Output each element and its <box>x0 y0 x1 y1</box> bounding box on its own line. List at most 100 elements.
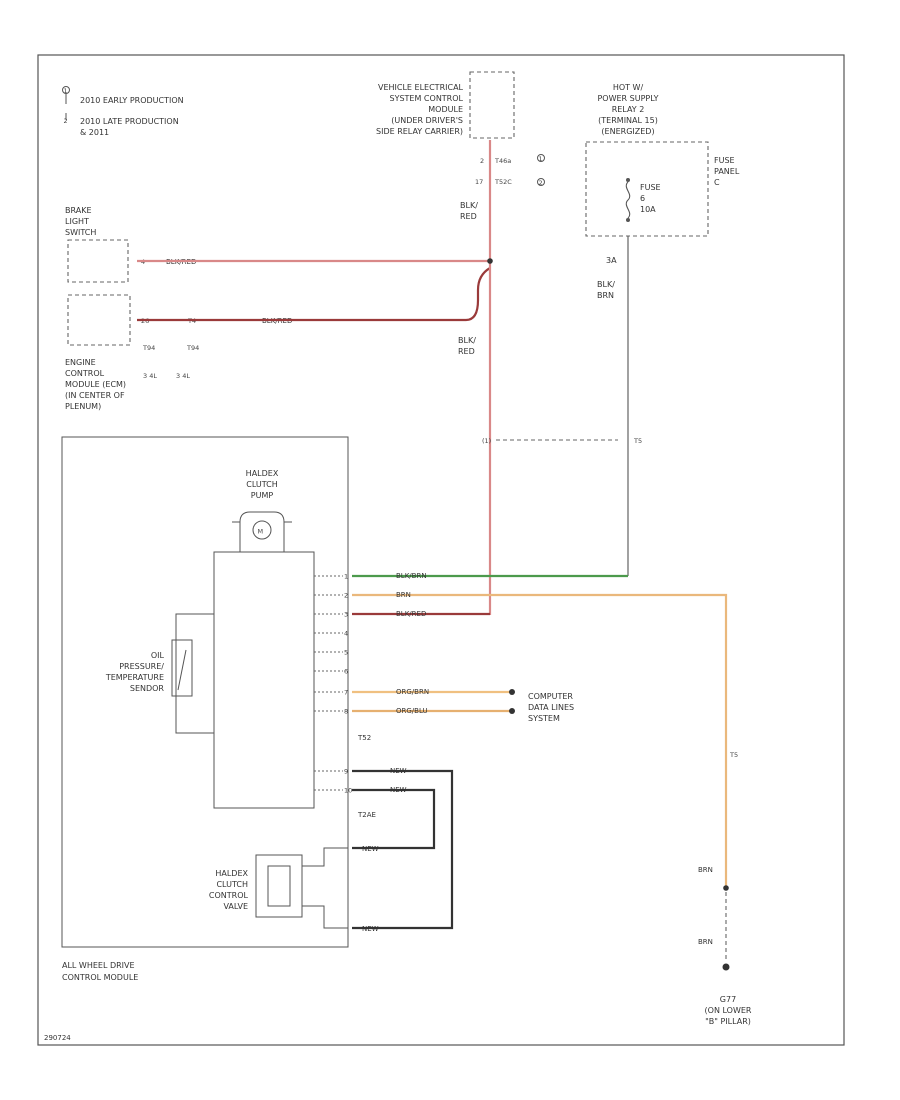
wire-pin-8-label: ORG/BLU <box>396 707 428 715</box>
ecm-conn-b: T94 <box>186 344 199 352</box>
pump-label-2: CLUTCH <box>246 480 278 489</box>
valve-lead-bottom <box>302 905 348 929</box>
brake-switch-label-3: SWITCH <box>65 228 96 237</box>
brake-switch-label-2: LIGHT <box>65 217 89 226</box>
legend-marker-2-label: 2 <box>64 117 68 125</box>
ecm-label-3: MODULE (ECM) <box>65 380 126 389</box>
ground-label-2: (ON LOWER <box>705 1006 752 1015</box>
vescm-label-3: MODULE <box>428 105 463 114</box>
valve-label-3: CONTROL <box>209 891 249 900</box>
splice-3-label: T5 <box>729 751 738 759</box>
vescm-wire-color-2: RED <box>460 212 477 221</box>
valve-label-2: CLUTCH <box>216 880 248 889</box>
pump-motor-icon <box>252 520 272 540</box>
data-lines-label-2: DATA LINES <box>528 703 574 712</box>
ecm-label-1: ENGINE <box>65 358 96 367</box>
splice-brake-feed <box>487 258 493 264</box>
vescm-marker-1 <box>537 154 545 162</box>
relay-wire-color-1: BLK/ <box>597 280 615 289</box>
vescm-wire-color-1: BLK/ <box>460 201 478 210</box>
relay-label-1: HOT W/ <box>613 83 644 92</box>
haldex-control-valve: HALDEX CLUTCH CONTROL VALVE <box>209 847 348 929</box>
valve-body <box>255 854 303 918</box>
vescm-marker-2 <box>537 178 545 186</box>
vescm-pin-1: 2 <box>480 157 484 165</box>
data-lines-label-3: SYSTEM <box>528 714 560 723</box>
ground-label-1: G77 <box>720 995 736 1004</box>
diagram-frame <box>37 54 845 1046</box>
ground-point-icon <box>722 963 730 971</box>
awd-connector-sub: T2AE <box>357 811 376 819</box>
fuse-label-2: 6 <box>640 194 645 203</box>
fuse-bottom-terminal <box>626 218 630 222</box>
wire-pin-3-label: BLK/RED <box>396 610 426 618</box>
data-lines-label-1: COMPUTER <box>528 692 573 701</box>
fuse-element <box>625 181 631 219</box>
awd-connector-main: T52 <box>357 734 371 742</box>
awd-label-2: CONTROL MODULE <box>62 973 138 982</box>
ground-block: T5 BRN BRN G77 (ON LOWER "B" PILLAR) <box>698 751 752 1026</box>
brake-switch-block: BRAKE LIGHT SWITCH 4 BLK/RED <box>65 206 196 283</box>
valve-wire-label-1: NEW <box>362 845 379 853</box>
wire-pin-9 <box>352 769 454 930</box>
vescm-marker-2-label: 2 <box>539 179 543 187</box>
vescm-label-4: (UNDER DRIVER'S <box>391 116 463 125</box>
pin-2-number: 2 <box>344 592 348 600</box>
brake-switch-box <box>67 239 129 283</box>
pin-7-number: 7 <box>344 689 348 697</box>
fuse-label-3: 10A <box>640 205 656 214</box>
vescm-marker-1-label: 1 <box>539 155 543 163</box>
sensor-label-3: TEMPERATURE <box>105 673 164 682</box>
awd-inner-module <box>213 551 315 809</box>
vescm-conn-1: T46a <box>494 157 511 165</box>
legend-marker-1-label: 1 <box>64 87 68 95</box>
ground-wire-color-1: BRN <box>698 866 713 874</box>
wire-pin-7-label: ORG/BRN <box>396 688 429 696</box>
pin-9-number: 9 <box>344 768 348 776</box>
wire-ecm-feed <box>137 267 491 322</box>
relay-wire-pin: 3A <box>606 256 617 265</box>
relay-wire-color-2: BRN <box>597 291 614 300</box>
diagram-id: 290724 <box>44 1034 71 1042</box>
valve-label-1: HALDEX <box>215 869 248 878</box>
relay-label-3: RELAY 2 <box>612 105 645 114</box>
ecm-block: 26 T4 BLK/RED T94 T94 3 4L 3 4L ENGINE C… <box>65 294 476 411</box>
pin-1-number: 1 <box>344 573 348 581</box>
vescm-pin-2: 17 <box>475 178 483 186</box>
ecm-box <box>67 294 131 346</box>
ground-splice <box>723 885 729 891</box>
valve-coil-icon <box>267 865 291 907</box>
sensor-label-2: PRESSURE/ <box>119 662 164 671</box>
legend-early: 2010 EARLY PRODUCTION <box>80 96 184 105</box>
fuse-panel-label-2: PANEL <box>714 167 740 176</box>
sensor-body <box>171 639 193 697</box>
vescm-block: VEHICLE ELECTRICAL SYSTEM CONTROL MODULE… <box>376 71 545 221</box>
pump-bracket <box>239 511 285 552</box>
fuse-panel-box <box>585 141 709 237</box>
valve-label-4: VALVE <box>223 902 248 911</box>
relay-fuse-block: HOT W/ POWER SUPPLY RELAY 2 (TERMINAL 15… <box>585 83 740 300</box>
fuse-label-1: FUSE <box>640 183 661 192</box>
pin-8-number: 8 <box>344 708 348 716</box>
legend-marker-1 <box>62 86 70 94</box>
valve-wire-label-2: NEW <box>362 925 379 933</box>
ground-label-3: "B" PILLAR) <box>705 1017 751 1026</box>
wire-pin-10-label: NEW <box>390 786 407 794</box>
vescm-box <box>469 71 515 139</box>
pin-4-number: 4 <box>344 630 348 638</box>
pin-3-number: 3 <box>344 611 348 619</box>
sensor-label-1: OIL <box>151 651 165 660</box>
relay-label-4: (TERMINAL 15) <box>598 116 658 125</box>
splice-1-label: (1) <box>482 437 491 445</box>
sensor-element-icon <box>177 649 187 691</box>
vescm-label-5: SIDE RELAY CARRIER) <box>376 127 463 136</box>
ground-wire-color-2: BRN <box>698 938 713 946</box>
fuse-panel-label-1: FUSE <box>714 156 735 165</box>
legend-late-2: & 2011 <box>80 128 109 137</box>
relay-label-2: POWER SUPPLY <box>597 94 658 103</box>
fuse-top-terminal <box>626 178 630 182</box>
wire-pin-2-label: BRN <box>396 591 411 599</box>
ecm-label-5: PLENUM) <box>65 402 101 411</box>
splice-2-label: T5 <box>633 437 642 445</box>
